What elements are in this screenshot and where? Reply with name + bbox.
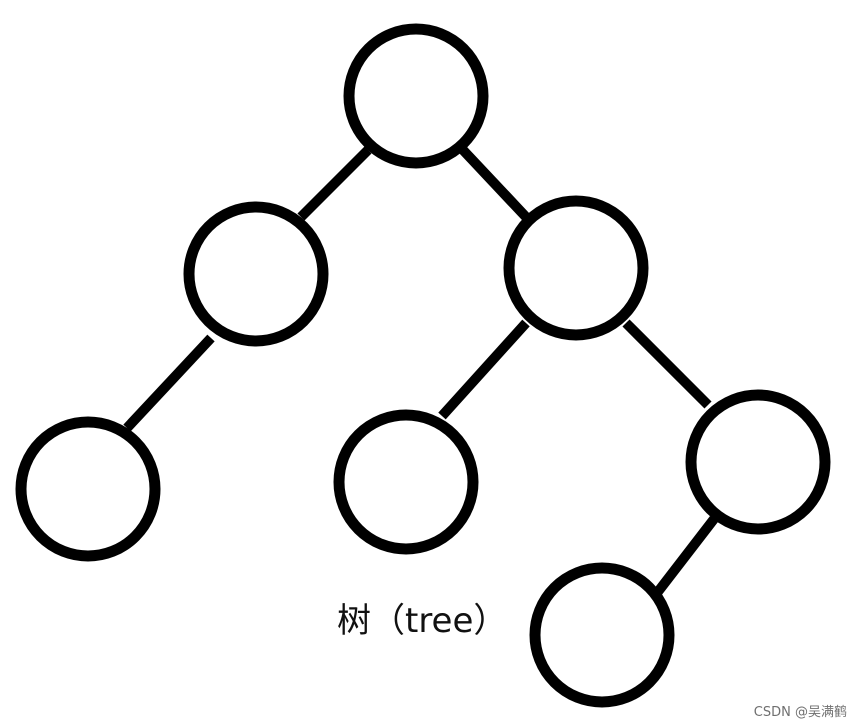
- tree-node-right-right-left-leaf: [529, 562, 675, 708]
- edge-right-child-right-right: [622, 319, 712, 409]
- tree-node-right-child: [503, 195, 649, 341]
- csdn-watermark: CSDN @吴满鹤: [753, 705, 847, 720]
- tree-edges: [123, 146, 718, 597]
- tree-node-root: [343, 23, 489, 169]
- tree-nodes: [15, 23, 831, 708]
- tree-node-left-child: [183, 201, 329, 347]
- edge-right-child-right-left-leaf: [438, 319, 530, 420]
- edge-right-right-right-right-left-leaf: [653, 515, 718, 597]
- edge-root-left-child: [297, 146, 372, 221]
- edge-root-right-child: [459, 146, 530, 221]
- tree-node-right-left-leaf: [333, 409, 479, 555]
- tree-node-right-right: [685, 389, 831, 535]
- diagram-caption: 树（tree）: [337, 601, 508, 641]
- tree-node-left-left-leaf: [15, 416, 161, 562]
- edge-left-child-left-left-leaf: [123, 334, 215, 432]
